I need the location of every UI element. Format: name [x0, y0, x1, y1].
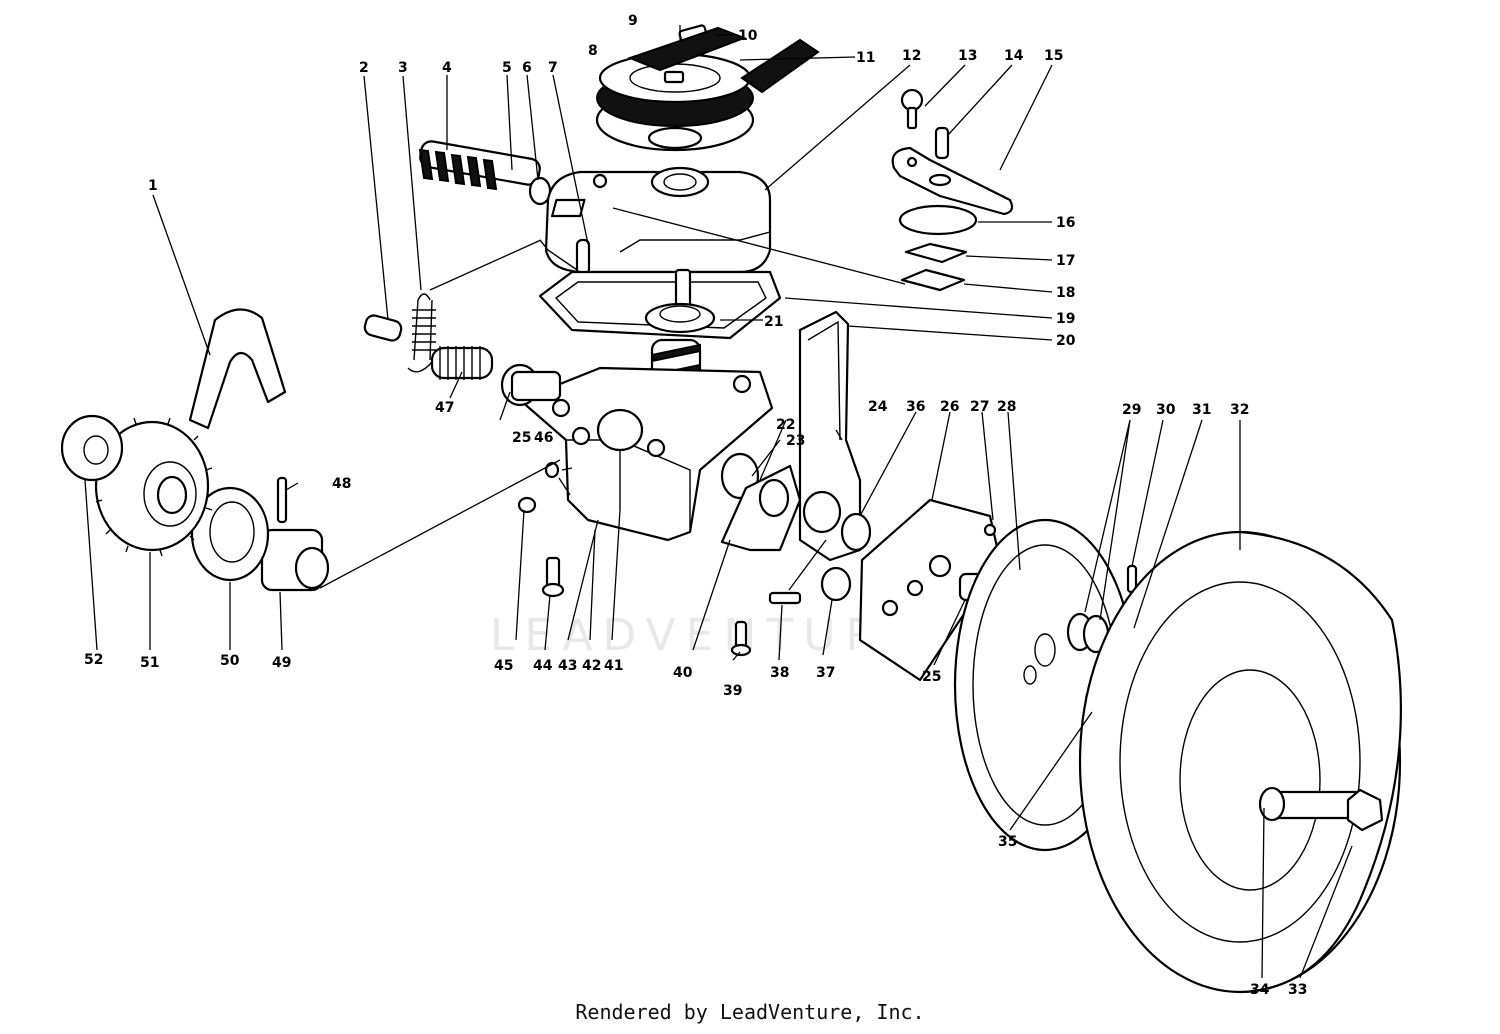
- label-18: 18: [1056, 285, 1075, 301]
- label-33: 33: [1288, 982, 1307, 998]
- label-50: 50: [220, 653, 240, 669]
- label-17: 17: [1056, 253, 1075, 269]
- label-1: 1: [148, 178, 158, 194]
- label-28: 28: [997, 399, 1016, 415]
- label-26: 26: [940, 399, 959, 415]
- label-43: 43: [558, 658, 577, 674]
- label-15: 15: [1044, 48, 1063, 64]
- label-51: 51: [140, 655, 159, 671]
- label-49: 49: [272, 655, 291, 671]
- label-24: 24: [868, 399, 888, 415]
- label-23: 23: [786, 433, 805, 449]
- label-10: 10: [738, 28, 758, 44]
- label-4: 4: [442, 60, 452, 76]
- label-32: 32: [1230, 402, 1249, 418]
- label-5: 5: [502, 60, 512, 76]
- label-30: 30: [1156, 402, 1176, 418]
- label-38: 38: [770, 665, 789, 681]
- label-48: 48: [332, 476, 351, 492]
- label-36: 36: [906, 399, 925, 415]
- label-25b: 25: [922, 669, 941, 685]
- label-19: 19: [1056, 311, 1075, 327]
- label-21: 21: [764, 314, 783, 330]
- label-46: 46: [534, 430, 553, 446]
- part-labels: 1 2 3 4 5 6 7 8 9 10 11 12 13 14 15 16 1…: [84, 13, 1307, 998]
- footer-credit: Rendered by LeadVenture, Inc.: [575, 1000, 925, 1024]
- label-9: 9: [628, 13, 638, 29]
- label-20: 20: [1056, 333, 1076, 349]
- watermark: LEADVENTURE: [490, 610, 924, 661]
- label-7: 7: [548, 60, 558, 76]
- label-22: 22: [776, 417, 795, 433]
- label-16: 16: [1056, 215, 1075, 231]
- parts-drawing: [60, 24, 1402, 994]
- label-27: 27: [970, 399, 989, 415]
- label-44: 44: [533, 658, 553, 674]
- label-35: 35: [998, 834, 1017, 850]
- label-52: 52: [84, 652, 103, 668]
- label-2: 2: [359, 60, 369, 76]
- label-37: 37: [816, 665, 835, 681]
- label-31: 31: [1192, 402, 1211, 418]
- label-3: 3: [398, 60, 408, 76]
- label-29: 29: [1122, 402, 1141, 418]
- label-41: 41: [604, 658, 623, 674]
- label-39: 39: [723, 683, 742, 699]
- leader-lines: [84, 25, 1353, 979]
- label-6: 6: [522, 60, 532, 76]
- label-14: 14: [1004, 48, 1024, 64]
- label-47: 47: [435, 400, 454, 416]
- label-45: 45: [494, 658, 513, 674]
- label-13: 13: [958, 48, 977, 64]
- label-34: 34: [1250, 982, 1270, 998]
- label-8: 8: [588, 43, 598, 59]
- label-42: 42: [582, 658, 601, 674]
- label-25a: 25: [512, 430, 531, 446]
- label-40: 40: [673, 665, 693, 681]
- label-12: 12: [902, 48, 921, 64]
- label-11: 11: [856, 50, 875, 66]
